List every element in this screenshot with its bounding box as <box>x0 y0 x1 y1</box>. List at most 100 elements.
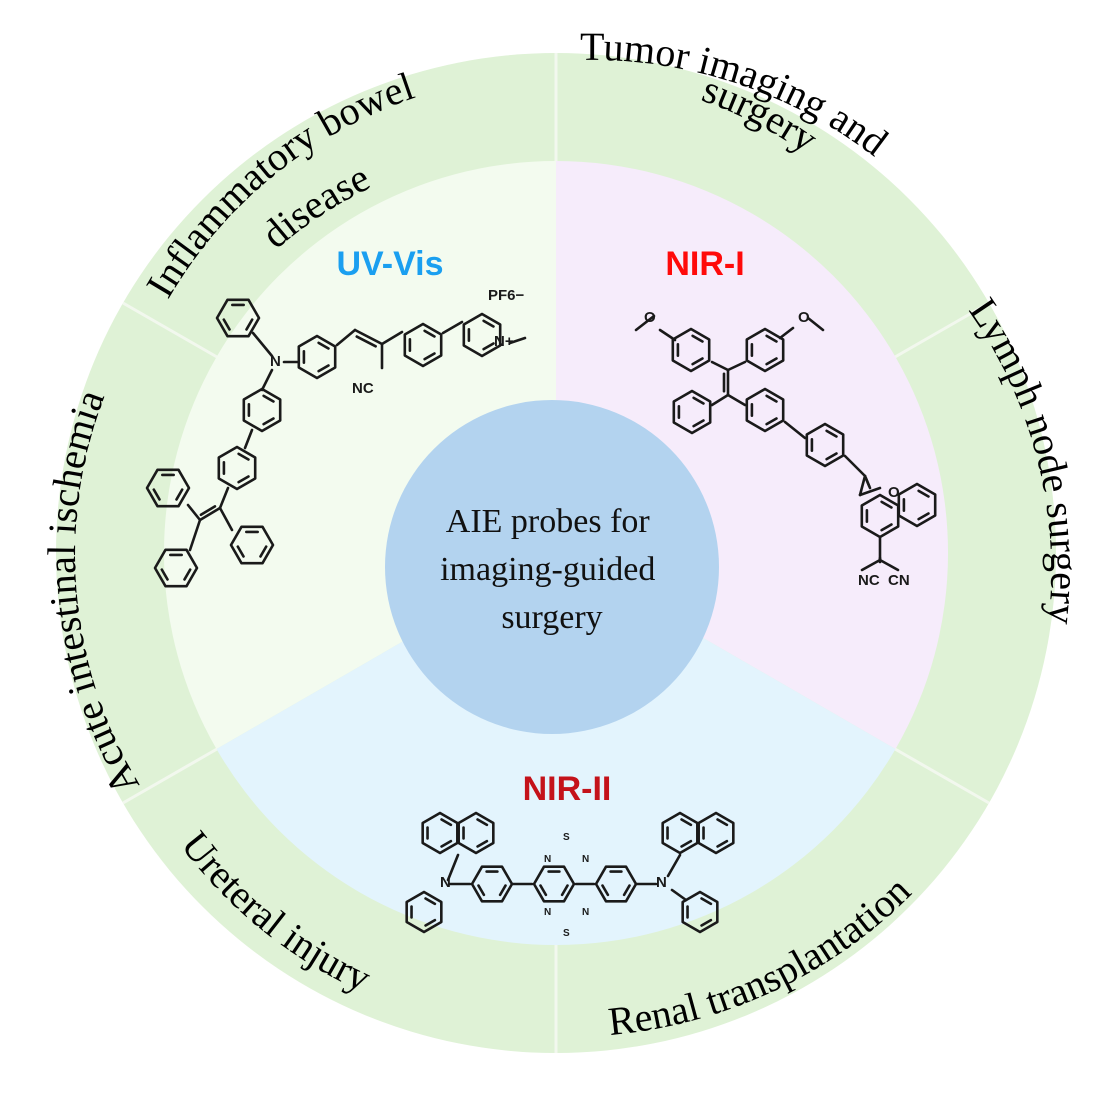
bond <box>186 503 202 522</box>
double-bond <box>716 818 729 827</box>
double-bond <box>183 568 192 581</box>
double-bond <box>825 452 838 461</box>
double-bond <box>424 897 437 906</box>
double-bond <box>700 897 713 906</box>
double-bond <box>237 452 250 461</box>
benzene-ring <box>215 298 261 338</box>
bond <box>446 853 460 882</box>
double-bond <box>424 918 437 927</box>
double-bond <box>917 512 930 521</box>
uv-vis-title: UV-Vis <box>336 245 443 283</box>
bond <box>858 486 882 497</box>
benzene-ring <box>671 327 711 373</box>
benzene-ring <box>805 422 845 468</box>
bond <box>864 476 871 488</box>
bond <box>353 328 384 346</box>
double-bond <box>236 545 245 558</box>
double-bond <box>680 818 693 827</box>
benzene-ring <box>217 445 257 491</box>
double-bond <box>482 342 495 351</box>
atom-label: O <box>798 309 810 326</box>
benzene-ring <box>457 811 495 855</box>
center-label-line-3: surgery <box>501 599 602 636</box>
double-bond <box>440 818 453 827</box>
double-bond <box>477 884 486 897</box>
bond <box>806 316 825 332</box>
benzene-ring <box>145 468 191 508</box>
double-bond <box>440 839 453 848</box>
double-bond <box>765 357 778 366</box>
bond <box>260 368 274 392</box>
benzene-ring <box>661 811 699 855</box>
double-bond <box>560 884 569 897</box>
double-bond <box>476 839 489 848</box>
double-bond <box>880 500 893 509</box>
atom-label: N <box>656 874 667 891</box>
center-label-line-2: imaging-guided <box>440 551 655 588</box>
benzene-ring <box>745 327 785 373</box>
double-bond <box>317 341 330 350</box>
benzene-ring <box>462 312 502 358</box>
divider-lower-right <box>894 747 990 805</box>
divider-lower-left <box>122 747 218 805</box>
double-bond <box>175 488 184 501</box>
bond <box>218 486 230 510</box>
double-bond <box>160 568 169 581</box>
atom-label: N <box>440 874 451 891</box>
double-bond <box>622 884 631 897</box>
benzene-ring <box>681 890 719 934</box>
atom-label: CN <box>888 572 910 589</box>
double-bond <box>423 329 436 338</box>
double-bond <box>691 334 704 343</box>
bond <box>243 428 254 450</box>
bond <box>778 326 795 340</box>
bond <box>726 393 747 407</box>
double-bond <box>691 357 704 366</box>
double-bond <box>680 839 693 848</box>
benzene-ring <box>697 811 735 855</box>
double-bond <box>476 818 489 827</box>
double-bond <box>765 417 778 426</box>
bond <box>710 393 730 407</box>
bond <box>634 314 656 332</box>
double-bond <box>498 884 507 897</box>
center-label: AIE probes for imaging-guided surgery <box>440 503 664 636</box>
bond <box>218 506 234 532</box>
benzene-ring <box>403 322 443 368</box>
double-bond <box>245 318 254 331</box>
double-bond <box>539 884 548 897</box>
double-bond <box>692 396 705 405</box>
double-bond <box>716 839 729 848</box>
atom-label: NC <box>858 572 880 589</box>
atom-label: O <box>888 484 900 501</box>
nir-i-title: NIR-I <box>665 245 744 283</box>
bond <box>783 420 807 440</box>
double-bond <box>262 417 275 426</box>
benzene-ring <box>229 525 275 565</box>
bond <box>251 331 274 358</box>
benzene-ring <box>532 865 576 903</box>
bond <box>380 330 404 346</box>
double-bond <box>262 394 275 403</box>
atom-label: N <box>582 854 589 865</box>
divider-upper-right <box>894 301 990 359</box>
benzene-ring <box>745 387 785 433</box>
double-bond <box>222 318 231 331</box>
nir-ii-title: NIR-II <box>523 770 612 808</box>
double-bond <box>259 545 268 558</box>
benzene-ring <box>297 334 337 380</box>
atom-label: PF6− <box>488 287 525 304</box>
atom-label: S <box>563 928 570 939</box>
benzene-ring <box>242 387 282 433</box>
double-bond <box>825 429 838 438</box>
atom-label: N+ <box>494 333 514 350</box>
bond <box>666 853 682 878</box>
double-bond <box>482 319 495 328</box>
benzene-ring <box>672 389 712 435</box>
atom-label: N <box>582 907 589 918</box>
bond <box>670 888 688 902</box>
